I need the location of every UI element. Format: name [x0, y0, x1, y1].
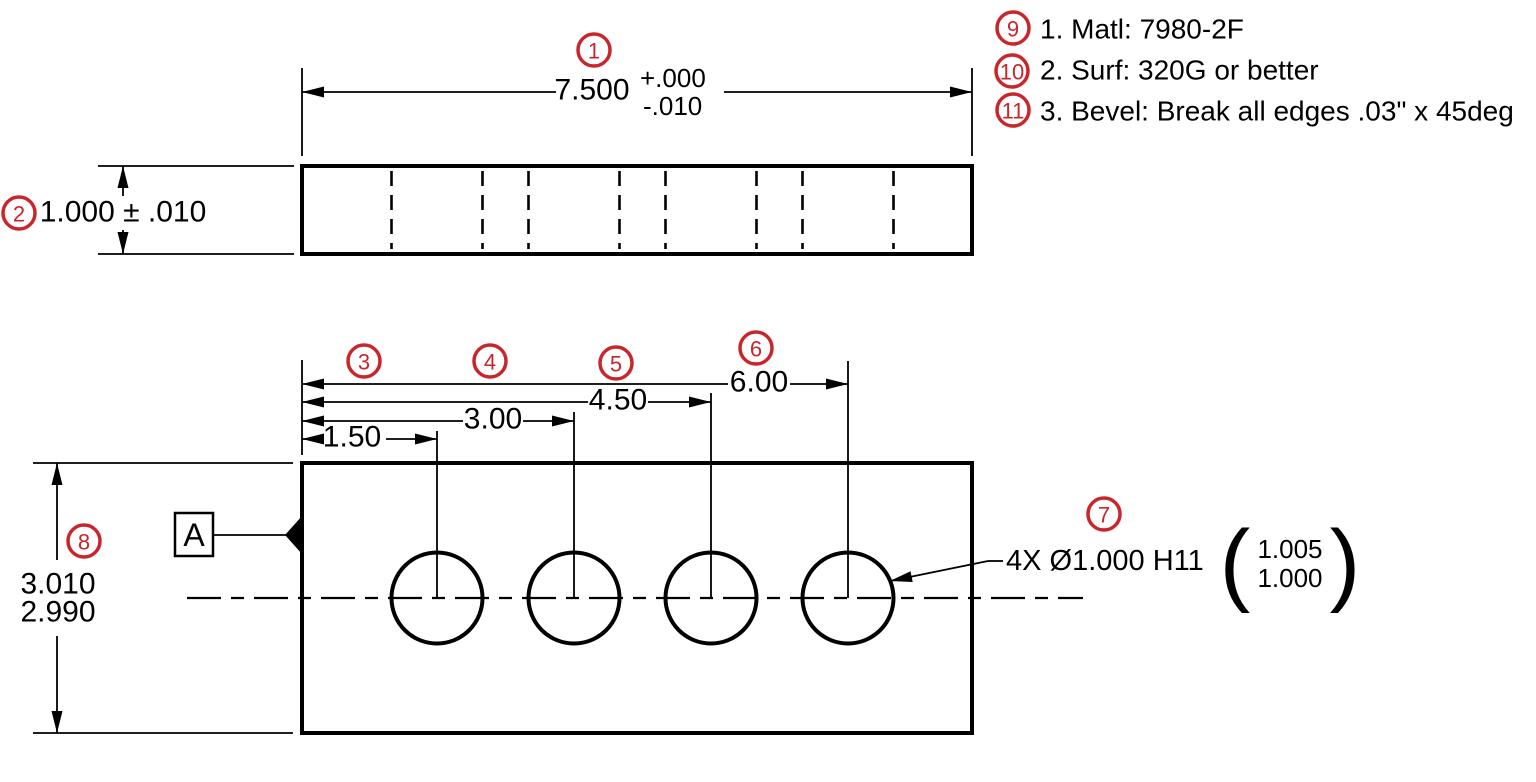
note-line-2: 2. Surf: 320G or better	[1040, 55, 1319, 86]
dim-overall-length: 7.500 +.000 -.010	[301, 63, 973, 156]
balloon-circle[interactable]	[1, 195, 37, 231]
balloon-number: 5	[610, 352, 622, 377]
balloon-circle[interactable]	[995, 92, 1031, 128]
note-line-1: 1. Matl: 7980-2F	[1040, 14, 1244, 45]
dim-text-spacing-1: 1.50	[323, 421, 381, 454]
balloon-circle[interactable]	[66, 523, 102, 559]
note-line-3: 3. Bevel: Break all edges .03" x 45deg	[1040, 96, 1514, 127]
arrowhead	[950, 86, 972, 98]
dim-tol-lower: -.010	[643, 91, 702, 121]
balloon-number: 8	[78, 530, 90, 555]
balloon-number: 7	[1098, 503, 1110, 528]
side-view-outline	[300, 164, 974, 256]
balloon-1[interactable]: 1	[576, 32, 612, 68]
balloon-3[interactable]: 3	[346, 343, 382, 379]
arrowhead	[302, 378, 324, 390]
balloon-circle[interactable]	[346, 343, 382, 379]
balloon-number: 11	[1002, 99, 1025, 124]
dim-tol-upper: +.000	[640, 63, 706, 93]
balloon-circle[interactable]	[576, 32, 612, 68]
balloon-4[interactable]: 4	[472, 343, 508, 379]
balloon-circle[interactable]	[472, 343, 508, 379]
dim-height: 3.010 2.990	[20, 462, 293, 734]
balloon-5[interactable]: 5	[598, 345, 634, 381]
balloon-2[interactable]: 2	[1, 195, 37, 231]
balloon-circle[interactable]	[995, 10, 1031, 46]
dim-text-height-lower: 2.990	[20, 596, 95, 629]
dim-hole-spacing-2: 3.00	[302, 403, 574, 436]
balloon-circle[interactable]	[598, 345, 634, 381]
balloon-number: 1	[588, 39, 600, 64]
balloon-8[interactable]: 8	[66, 523, 102, 559]
arrowhead	[552, 415, 574, 427]
dim-text-spacing-2: 3.00	[464, 403, 522, 436]
balloon-number: 3	[358, 350, 370, 375]
arrowhead	[415, 433, 437, 445]
balloon-circle[interactable]	[738, 330, 774, 366]
arrowhead	[689, 396, 711, 408]
balloon-number: 9	[1007, 17, 1019, 42]
side-view	[300, 164, 974, 256]
datum-triangle	[285, 516, 302, 554]
arrowhead	[302, 415, 324, 427]
dim-thickness: 1.000 ± .010	[40, 165, 294, 255]
arrowhead	[826, 378, 848, 390]
dim-text-thickness: 1.000 ± .010	[40, 196, 207, 229]
hole-limit-lower: 1.000	[1257, 563, 1322, 593]
hole-callout-text: 4X Ø1.000 H11	[1006, 545, 1204, 577]
dim-hole-spacing-4: 6.00	[302, 366, 848, 399]
arrowhead	[302, 86, 324, 98]
limits-paren-open: (	[1220, 512, 1251, 614]
balloon-number: 4	[484, 350, 496, 375]
notes: 1. Matl: 7980-2F 2. Surf: 320G or better…	[1040, 14, 1514, 127]
balloon-7[interactable]: 7	[1086, 496, 1122, 532]
dim-text-overall-length: 7.500	[554, 74, 629, 107]
arrowhead	[51, 463, 63, 485]
balloon-circle[interactable]	[994, 53, 1030, 89]
hole-limit-upper: 1.005	[1257, 534, 1322, 564]
arrowhead	[51, 711, 63, 733]
balloon-10[interactable]: 10	[994, 53, 1030, 89]
front-view	[187, 360, 1083, 735]
datum-label: A	[183, 517, 205, 553]
dim-text-spacing-3: 4.50	[589, 384, 647, 417]
balloon-number: 10	[1000, 60, 1024, 85]
arrowhead	[117, 232, 129, 254]
dim-hole-spacing-3: 4.50	[302, 384, 711, 417]
balloon-number: 6	[750, 337, 762, 362]
hole-callout: 4X Ø1.000 H11 ( 1.005 1.000 )	[889, 512, 1361, 614]
dim-text-height-upper: 3.010	[20, 568, 95, 601]
balloon-circle[interactable]	[1086, 496, 1122, 532]
arrowhead	[302, 433, 324, 445]
datum-a: A	[173, 511, 302, 558]
arrowhead	[890, 571, 913, 582]
balloon-number: 2	[13, 202, 25, 227]
balloon-11[interactable]: 11	[995, 92, 1031, 128]
limits-paren-close: )	[1330, 512, 1361, 614]
dim-text-spacing-4: 6.00	[730, 366, 788, 399]
arrowhead	[302, 396, 324, 408]
arrowhead	[117, 166, 129, 188]
balloon-6[interactable]: 6	[738, 330, 774, 366]
dim-hole-spacing-1: 1.50	[302, 421, 437, 454]
balloon-9[interactable]: 9	[995, 10, 1031, 46]
